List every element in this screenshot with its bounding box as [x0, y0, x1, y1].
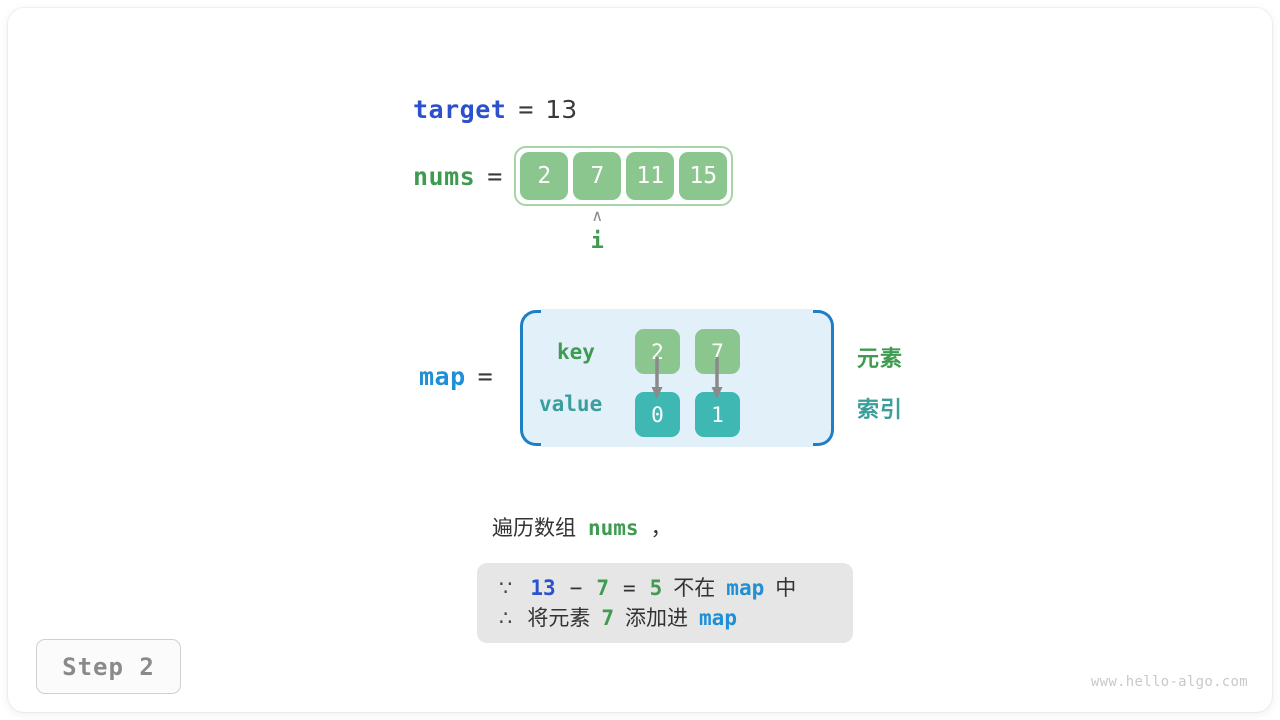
map-bracket-top-cap	[541, 309, 813, 314]
target-row: target = 13	[413, 92, 577, 126]
nums-cell-3: 15	[679, 152, 728, 200]
map-arrow-0	[651, 357, 663, 399]
map-label-group: map =	[419, 362, 505, 391]
reason-line-0: ∵ 13−7 = 5 不在 map 中	[499, 573, 831, 603]
reason-token-1-1: 7	[601, 606, 615, 630]
step-badge-label: Step 2	[62, 652, 155, 681]
reason-token-0-4: 5	[649, 576, 663, 600]
reason-token-1-0: 将元素	[527, 606, 591, 630]
reason-symbol-1: ∴	[499, 606, 513, 630]
nums-cell-2: 11	[626, 152, 675, 200]
map-label: map	[419, 362, 466, 391]
target-equals-sign: =	[518, 94, 534, 124]
description-code-nums: nums	[588, 516, 639, 540]
reason-token-0-0: 13	[530, 576, 556, 600]
reason-line-1: ∴ 将元素 7 添加进 map	[499, 603, 831, 633]
map-value-row-label: value	[539, 392, 603, 416]
map-equals-sign: =	[477, 362, 493, 391]
map-key-row-label: key	[557, 340, 595, 364]
reason-token-1-3: map	[699, 606, 737, 630]
map-bracket-bottom-cap	[541, 442, 813, 447]
reason-token-0-7: 中	[775, 576, 797, 600]
description-line: 遍历数组 nums ，	[492, 512, 672, 542]
reason-token-0-3: =	[622, 576, 636, 600]
reason-symbol-0: ∵	[499, 576, 513, 600]
nums-cell-1: 7	[573, 152, 622, 200]
map-arrow-1	[711, 357, 723, 399]
target-label: target	[413, 94, 507, 124]
index-pointer: ∧ i	[573, 208, 621, 253]
watermark: www.hello-algo.com	[1090, 674, 1248, 690]
nums-cell-0: 2	[520, 152, 569, 200]
nums-label: nums	[413, 161, 476, 191]
step-badge: Step 2	[36, 639, 181, 694]
reason-token-0-2: 7	[596, 576, 609, 600]
reason-token-0-6: map	[726, 576, 765, 600]
nums-equals-sign: =	[487, 161, 503, 191]
description-suffix: ，	[650, 516, 672, 540]
reason-token-1-2: 添加进	[625, 606, 689, 630]
reason-token-0-5: 不在	[673, 576, 716, 600]
side-label-index: 索引	[857, 398, 904, 423]
side-label-element: 元素	[857, 347, 904, 372]
target-value: 13	[545, 94, 578, 124]
reason-token-0-1: −	[569, 576, 583, 600]
pointer-caret-icon: ∧	[591, 206, 604, 225]
pointer-label-i: i	[590, 229, 604, 254]
description-prefix: 遍历数组	[492, 516, 576, 540]
